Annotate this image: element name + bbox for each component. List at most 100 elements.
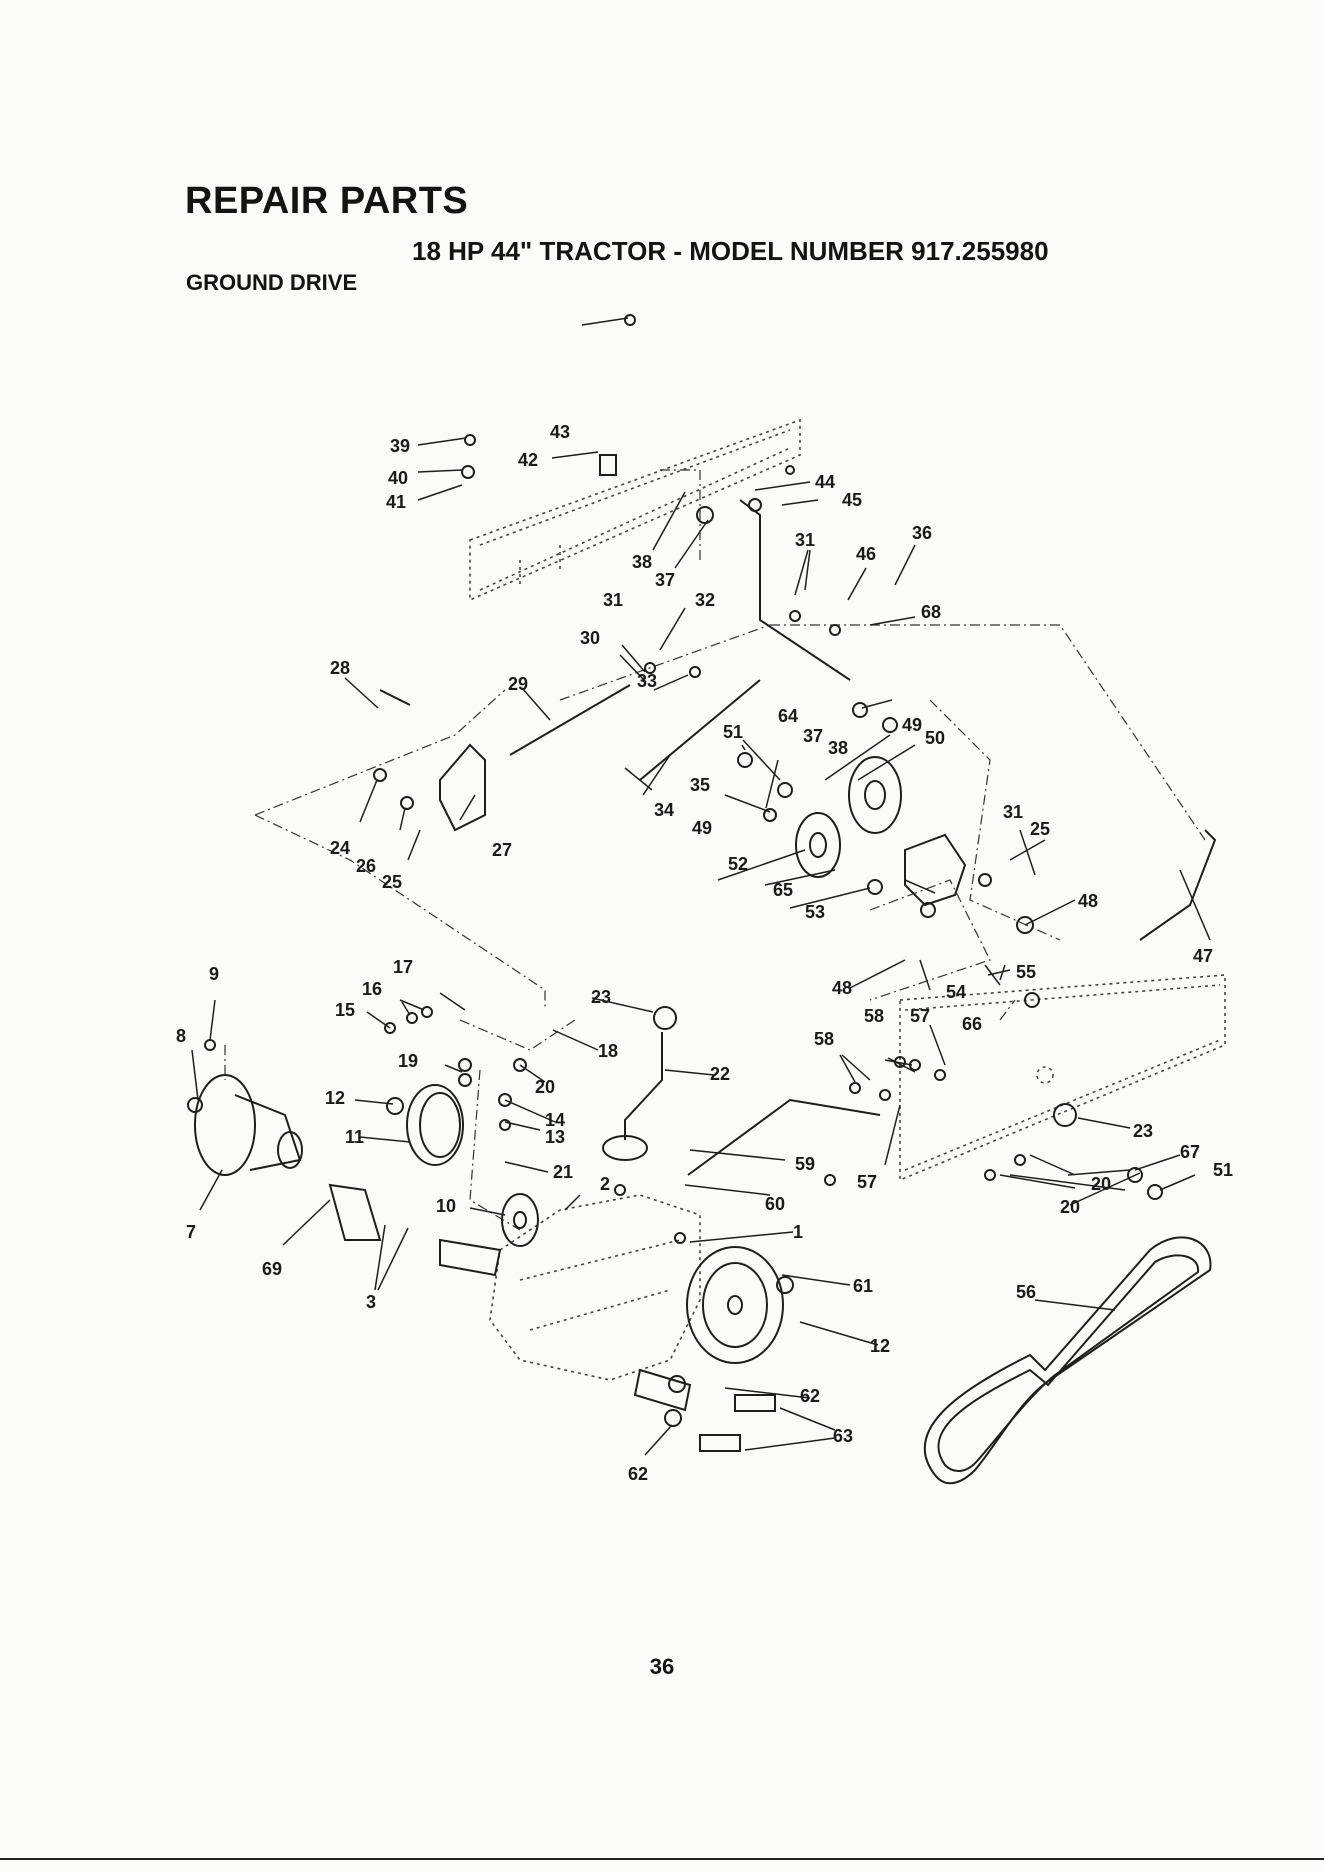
callout-23b: 23 (1133, 1121, 1153, 1141)
callout-34: 34 (654, 800, 674, 820)
callout-2: 2 (600, 1174, 610, 1194)
callout-27: 27 (492, 840, 512, 860)
page-title: REPAIR PARTS (185, 180, 469, 222)
callout-62a: 62 (800, 1386, 820, 1406)
callout-42: 42 (518, 450, 538, 470)
callout-50: 50 (925, 728, 945, 748)
callout-53: 53 (805, 902, 825, 922)
callout-36: 36 (912, 523, 932, 543)
callout-37a: 37 (655, 570, 675, 590)
callout-22: 22 (710, 1064, 730, 1084)
callout-48a: 48 (1078, 891, 1098, 911)
lower-frame-rail (899, 974, 1226, 1182)
callout-7: 7 (186, 1222, 196, 1242)
callout-33: 33 (637, 671, 657, 691)
callout-43: 43 (550, 422, 570, 442)
leader-lines (191, 317, 1211, 1456)
idler-arm (904, 833, 967, 918)
callout-44: 44 (815, 472, 835, 492)
hardware (187, 314, 1163, 1452)
callout-18: 18 (598, 1041, 618, 1061)
callout-25a: 25 (382, 872, 402, 892)
transaxle-housing (439, 1194, 701, 1412)
callout-9: 9 (209, 964, 219, 984)
callout-16: 16 (362, 979, 382, 999)
callout-47: 47 (1193, 946, 1213, 966)
callout-3: 3 (366, 1292, 376, 1312)
callout-55: 55 (1016, 962, 1036, 982)
model-subtitle: 18 HP 44" TRACTOR - MODEL NUMBER 917.255… (412, 236, 1049, 266)
callout-numbers: 1 2 3 7 8 9 10 11 12 12 13 14 15 16 17 1… (176, 422, 1233, 1484)
section-title: GROUND DRIVE (186, 270, 358, 295)
callout-49b: 49 (692, 818, 712, 838)
callout-24: 24 (330, 838, 350, 858)
callout-61: 61 (853, 1276, 873, 1296)
callout-54: 54 (946, 982, 966, 1002)
callout-14: 14 (545, 1110, 565, 1130)
callout-12a: 12 (325, 1088, 345, 1108)
callout-45: 45 (842, 490, 862, 510)
callout-41: 41 (386, 492, 406, 512)
callout-66: 66 (962, 1014, 982, 1034)
callout-11: 11 (345, 1127, 364, 1147)
callout-64: 64 (778, 706, 798, 726)
callout-51b: 51 (1213, 1160, 1233, 1180)
callout-48b: 48 (832, 978, 852, 998)
callout-62b: 62 (628, 1464, 648, 1484)
callout-65: 65 (773, 880, 793, 900)
callout-38a: 38 (632, 552, 652, 572)
callout-20a: 20 (535, 1077, 555, 1097)
callout-38b: 38 (828, 738, 848, 758)
callout-26: 26 (356, 856, 376, 876)
page-number: 36 (649, 1654, 675, 1679)
callout-35: 35 (690, 775, 710, 795)
callout-51a: 51 (723, 722, 743, 742)
callout-58b: 58 (814, 1029, 834, 1049)
callout-56: 56 (1016, 1282, 1036, 1302)
callout-46: 46 (856, 544, 876, 564)
callout-30: 30 (580, 628, 600, 648)
callout-31c: 31 (1003, 802, 1023, 822)
callout-19: 19 (398, 1051, 418, 1071)
callout-37b: 37 (803, 726, 823, 746)
callout-15: 15 (335, 1000, 355, 1020)
pedal-bracket (439, 743, 486, 832)
callout-20b: 20 (1091, 1174, 1111, 1194)
callout-57a: 57 (910, 1006, 930, 1026)
callout-25b: 25 (1030, 819, 1050, 839)
callout-29: 29 (508, 674, 528, 694)
callout-23a: 23 (591, 987, 611, 1007)
upper-frame-rail (469, 418, 801, 602)
brake-band (406, 1084, 464, 1166)
callout-20c: 20 (1060, 1197, 1080, 1217)
callout-13: 13 (545, 1127, 565, 1147)
drive-hub (194, 1074, 382, 1241)
callout-52: 52 (728, 854, 748, 874)
callout-40: 40 (388, 468, 408, 488)
callout-57b: 57 (857, 1172, 877, 1192)
small-pulley (501, 1193, 539, 1247)
callout-10: 10 (436, 1196, 456, 1216)
idler-pulleys (795, 756, 902, 878)
assembly-guide-lines (224, 469, 1206, 1231)
callout-32: 32 (695, 590, 715, 610)
shift-lever (602, 1006, 1077, 1161)
callout-1: 1 (793, 1222, 803, 1242)
callout-28: 28 (330, 658, 350, 678)
callout-17: 17 (393, 957, 413, 977)
callout-12b: 12 (870, 1336, 890, 1356)
callout-68: 68 (921, 602, 941, 622)
scan-edge (0, 1858, 1324, 1860)
transaxle-pulley (686, 1246, 784, 1364)
callout-63: 63 (833, 1426, 853, 1446)
callout-8: 8 (176, 1026, 186, 1046)
callout-21: 21 (553, 1162, 573, 1182)
callout-59: 59 (795, 1154, 815, 1174)
callout-69: 69 (262, 1259, 282, 1279)
callout-39: 39 (390, 436, 410, 456)
callout-31b: 31 (795, 530, 815, 550)
callout-67: 67 (1180, 1142, 1200, 1162)
v-belt (923, 1236, 1212, 1485)
